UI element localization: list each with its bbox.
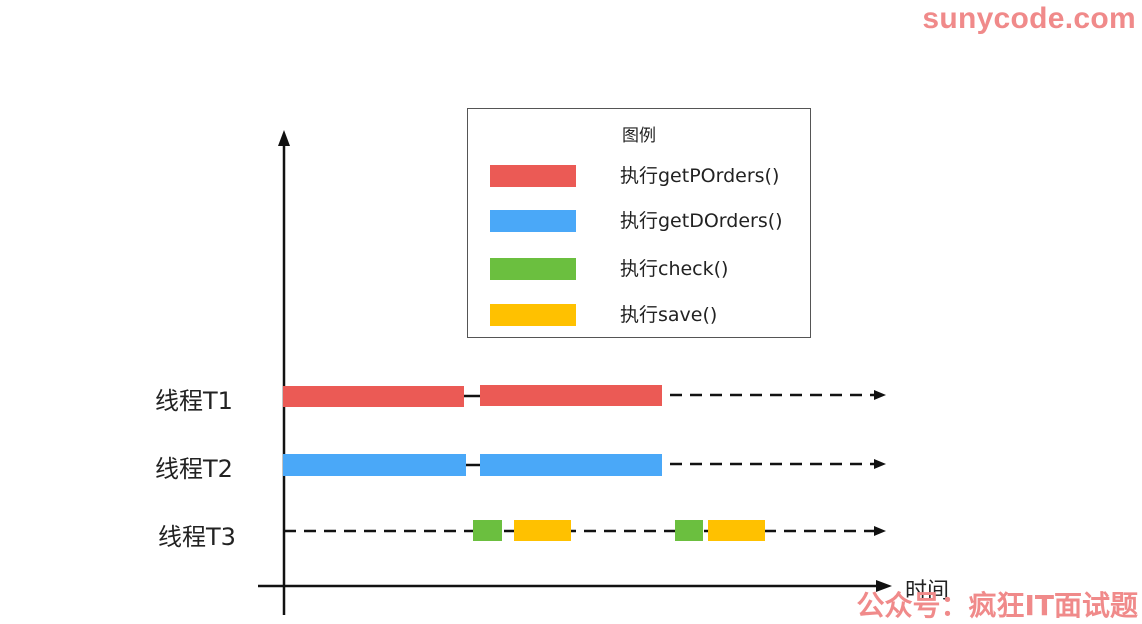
t1-getporders-bar-2: [480, 385, 662, 406]
legend-item-getdorders: 执行getDOrders(): [490, 210, 800, 234]
t1-getporders-bar-1: [283, 386, 464, 407]
legend-swatch-red: [490, 165, 576, 187]
t1-arrow: [874, 390, 886, 400]
legend-swatch-green: [490, 258, 576, 280]
t3-check-bar-2: [675, 520, 703, 541]
legend-label: 执行check(): [620, 258, 729, 280]
t3-save-bar-2: [708, 520, 765, 541]
thread-label-t1: 线程T1: [155, 387, 233, 415]
legend-item-check: 执行check(): [490, 258, 800, 282]
t2-getdorders-bar-2: [480, 454, 662, 476]
watermark-top: sunycode.com: [922, 2, 1136, 35]
y-axis-arrow: [278, 130, 290, 146]
legend-label: 执行getDOrders(): [620, 210, 783, 232]
legend-item-getporders: 执行getPOrders(): [490, 165, 800, 189]
t3-check-bar-1: [473, 520, 502, 541]
legend-title: 图例: [622, 126, 656, 146]
t2-getdorders-bar-1: [283, 454, 466, 476]
t3-save-bar-1: [514, 520, 571, 541]
legend-swatch-blue: [490, 210, 576, 232]
t3-arrow: [874, 526, 886, 536]
t2-arrow: [874, 459, 886, 469]
legend-box: 图例 执行getPOrders() 执行getDOrders() 执行check…: [467, 108, 811, 338]
legend-label: 执行getPOrders(): [620, 165, 780, 187]
x-axis-label: 时间: [905, 579, 950, 604]
thread-label-t2: 线程T2: [155, 455, 233, 483]
legend-label: 执行save(): [620, 304, 718, 326]
thread-label-t3: 线程T3: [158, 523, 236, 551]
x-axis-arrow: [876, 580, 892, 592]
legend-swatch-yellow: [490, 304, 576, 326]
watermark-bottom: 公众号：疯狂IT面试题: [856, 589, 1138, 622]
legend-item-save: 执行save(): [490, 304, 800, 328]
